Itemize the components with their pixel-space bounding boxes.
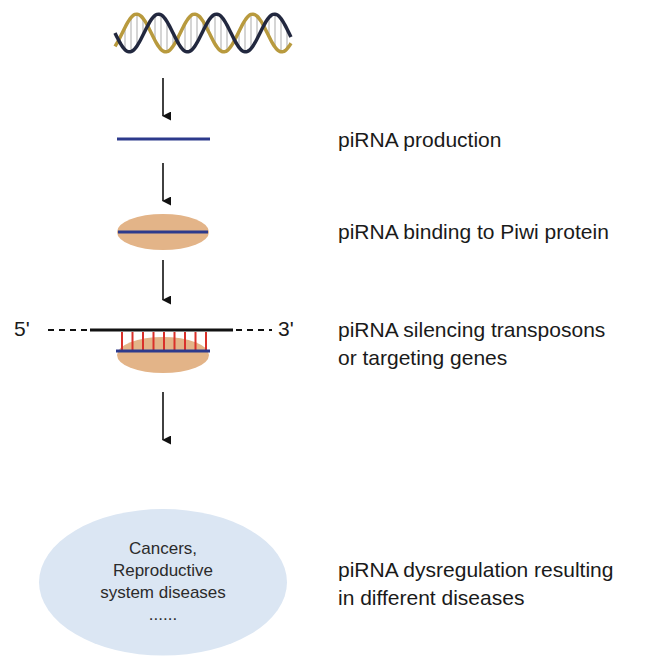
flow-arrow [162,392,164,440]
ellipse-shape [39,509,287,656]
piwi-protein [117,214,209,250]
target-rna-dashed [236,329,272,331]
helix-rung [166,22,167,52]
helix-rung [250,14,251,48]
step-label: piRNA binding to Piwi protein [338,218,648,246]
helix-rung [244,20,245,52]
helix-rung [160,15,161,50]
end-label: 3' [278,315,294,343]
base-pair [184,332,186,350]
helix-strand [115,14,291,52]
helix-rung [190,16,191,51]
step-label: piRNA dysregulation resulting in differe… [338,556,630,613]
base-pairs [122,332,206,350]
base-pair [153,332,155,350]
flow-arrow [162,78,164,116]
helix-strand [115,14,291,52]
base-pair [132,332,134,350]
helix-rung [280,19,281,52]
base-pair [205,332,207,350]
helix-rung [136,14,137,46]
helix-rung [214,14,215,44]
pirna-strand [117,138,210,141]
helix-rung [220,16,221,51]
flow-arrow [162,260,164,300]
flow-arrow [162,163,164,201]
ellipse-outline [38,508,288,657]
pirna-strand [118,231,208,234]
base-pair [121,332,123,350]
base-pair [163,332,165,350]
base-pair [195,332,197,350]
target-rna [90,329,233,332]
target-rna-dashed [48,329,90,331]
node-text: Cancers, Reproductive system diseases ..… [95,538,231,626]
end-label: 5' [14,315,30,343]
base-pair [142,332,144,350]
step-label: piRNA silencing transposons or targeting… [338,316,618,373]
pirna-strand [116,350,210,353]
base-pair [174,332,176,350]
dna-helix [115,14,291,52]
helix-rung [274,14,275,47]
helix-rung [130,18,131,52]
step-label: piRNA production [338,126,638,154]
disease-ellipse: Cancers, Reproductive system diseases ..… [38,508,288,657]
